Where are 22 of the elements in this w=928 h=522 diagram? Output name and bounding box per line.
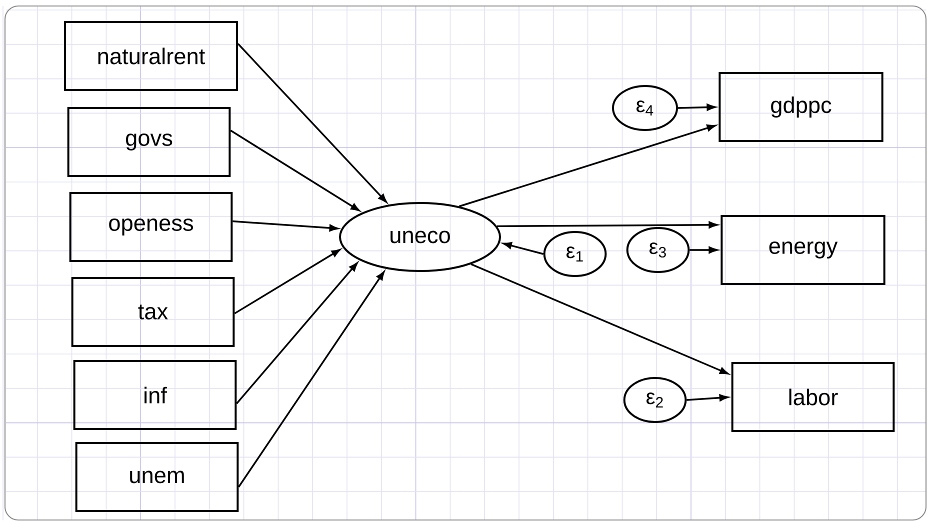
arrow: [470, 263, 729, 374]
variable-box: tax: [71, 277, 235, 347]
arrow: [237, 43, 387, 203]
variable-box: openess: [69, 192, 233, 262]
arrow: [232, 220, 338, 232]
variable-box: labor: [731, 362, 895, 432]
variable-box: gdppc: [718, 72, 884, 142]
arrow: [234, 249, 340, 314]
arrow: [238, 271, 385, 488]
arrow: [690, 246, 718, 254]
arrow: [502, 242, 544, 255]
arrow: [458, 124, 716, 208]
arrow: [686, 394, 728, 402]
arrow: [497, 221, 718, 228]
variable-box: energy: [720, 215, 886, 285]
variable-box: inf: [73, 360, 237, 430]
arrow: [230, 130, 360, 212]
variable-box: unem: [75, 442, 239, 512]
arrow: [678, 104, 716, 111]
variable-box: govs: [67, 107, 231, 177]
arrow: [236, 262, 358, 404]
variable-box: naturalrent: [64, 21, 238, 91]
